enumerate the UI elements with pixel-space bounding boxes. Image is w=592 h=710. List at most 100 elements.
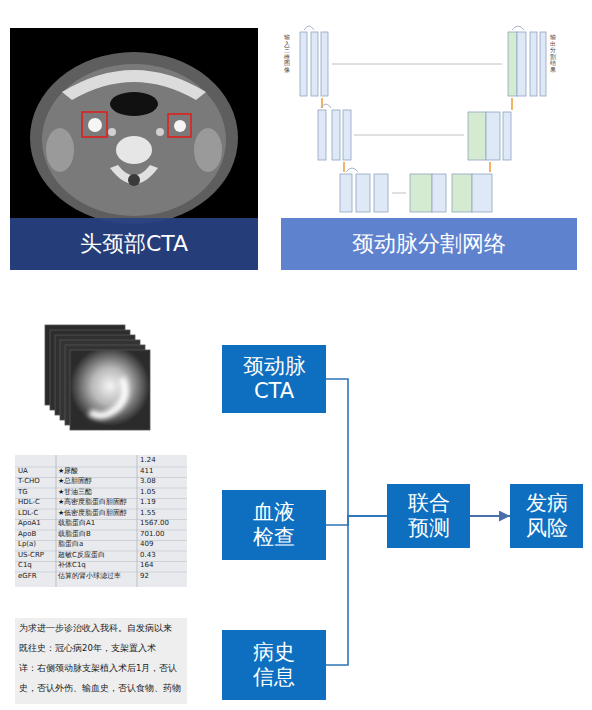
table-cell: 补体C1q	[58, 562, 86, 570]
slice-stack-part	[90, 378, 125, 416]
network-label: 输出分割结果	[550, 34, 556, 74]
table-cell: eGFR	[18, 573, 37, 581]
bracket-line	[326, 516, 387, 665]
unet-diagram-part	[304, 26, 314, 30]
unet-diagram-part	[332, 64, 502, 65]
arrow-connector	[470, 515, 510, 517]
unet-diagram-part	[432, 174, 446, 212]
cta-scan-part	[156, 128, 164, 136]
blood-test-photo-part	[56, 455, 57, 587]
medical-record-photo-part	[15, 618, 187, 704]
unet-diagram-part	[318, 110, 326, 160]
cta-scan-part	[168, 114, 191, 137]
blood-test-photo-part	[137, 455, 138, 587]
unet-diagram-part	[503, 112, 511, 160]
table-cell: 409	[140, 541, 153, 549]
caption-band: 头颈部CTA	[10, 218, 258, 270]
cta-scan-part	[30, 52, 238, 224]
blood-test-photo-part	[15, 455, 187, 587]
unet-diagram-part	[321, 32, 328, 96]
cta-scan-part	[82, 112, 107, 137]
table-cell: ★低密度脂蛋白胆固醇	[58, 510, 127, 518]
table-cell: 载脂蛋白B	[58, 531, 91, 539]
blood-test-photo	[15, 455, 187, 587]
node-label: 颈动脉分割网络	[352, 231, 506, 257]
cta-scan	[10, 28, 258, 270]
unet-diagram-part	[472, 174, 492, 212]
record-line: 史，否认外伤、输血史，否认食物、药物	[19, 684, 181, 693]
unet-diagram-part	[321, 104, 331, 108]
unet-diagram-part	[354, 135, 464, 136]
table-cell: Lp(a)	[18, 541, 36, 549]
unet-diagram-part	[540, 32, 546, 96]
input-box: 血液检查	[222, 490, 326, 560]
table-cell: ★高密度脂蛋白胆固醇	[58, 499, 127, 507]
blood-test-photo-part-part	[15, 488, 187, 489]
table-cell: 超敏C反应蛋白	[58, 552, 105, 560]
table-cell: 1.24	[140, 457, 156, 465]
blood-test-photo-part-part	[15, 540, 187, 541]
unet-diagram-part	[346, 168, 358, 172]
cta-scan-part	[10, 28, 258, 270]
process-box: 联合预测	[387, 484, 470, 548]
caption-band: 颈动脉分割网络	[281, 218, 577, 270]
table-cell: 92	[140, 573, 149, 581]
input-box: 颈动脉 CTA	[222, 345, 326, 413]
slice-stack	[45, 325, 150, 430]
network-label: 输入三维图像	[284, 34, 290, 74]
table-cell: 载脂蛋白A1	[58, 520, 95, 528]
cta-scan-part	[88, 118, 102, 132]
bracket-line	[326, 379, 387, 516]
unet-diagram-part	[340, 174, 352, 212]
table-cell: 1.19	[140, 499, 156, 507]
unet-diagram-part	[332, 110, 340, 160]
node-label: 联合预测	[406, 491, 452, 541]
node-label: 病史信息	[251, 640, 297, 690]
record-line: 详：右侧颈动脉支架植入术后1月，否认	[19, 664, 177, 673]
table-cell: 1.55	[140, 510, 156, 518]
input-box: 病史信息	[222, 630, 326, 700]
table-cell: 1.05	[140, 489, 156, 497]
blood-test-photo-part-part	[15, 561, 187, 562]
table-cell: 3.08	[140, 478, 156, 486]
table-cell: C1q	[18, 562, 32, 570]
table-cell: HDL-C	[18, 499, 40, 507]
unet-diagram-part	[486, 112, 500, 160]
cta-scan-part	[108, 128, 116, 136]
unet-diagram-part	[530, 32, 537, 96]
unet-diagram-part	[452, 174, 472, 212]
slice-stack-part	[70, 350, 150, 430]
unet-diagram-part	[517, 32, 526, 96]
table-cell: LDL-C	[18, 510, 38, 518]
table-cell: 701.00	[140, 531, 165, 539]
record-line: 既往史：冠心病20年，支架置入术	[19, 644, 156, 653]
blood-test-photo-part-part	[15, 477, 187, 478]
table-cell: UA	[18, 468, 28, 476]
node-label: 颈动脉 CTA	[239, 354, 309, 404]
unet-diagram-part	[489, 162, 491, 172]
node-label: 头颈部CTA	[80, 231, 188, 257]
unet-diagram-part	[468, 112, 486, 160]
medical-record-photo	[15, 618, 187, 704]
unet-diagram-part	[410, 174, 432, 212]
cta-scan-part	[110, 92, 158, 116]
unet-diagram-part	[508, 32, 517, 96]
output-box: 发病风险	[510, 484, 583, 548]
unet-diagram-part	[356, 174, 370, 212]
unet-diagram-part	[343, 110, 351, 160]
table-cell: ApoA1	[18, 520, 41, 528]
unet-diagram-part	[374, 174, 388, 212]
table-cell: 0.43	[140, 552, 156, 560]
table-cell: US-CRP	[18, 552, 44, 560]
node-label: 发病风险	[524, 491, 570, 541]
table-cell: 411	[140, 468, 153, 476]
blood-test-photo-part-part	[15, 467, 187, 468]
table-cell: ApoB	[18, 531, 36, 539]
unet-diagram-part	[512, 26, 524, 30]
unet-diagram-part	[311, 32, 318, 96]
cta-scan-part	[128, 174, 140, 186]
table-cell: T-CHO	[18, 478, 40, 486]
table-cell: 脂蛋白a	[58, 541, 83, 549]
unet-diagram-part	[343, 162, 345, 172]
